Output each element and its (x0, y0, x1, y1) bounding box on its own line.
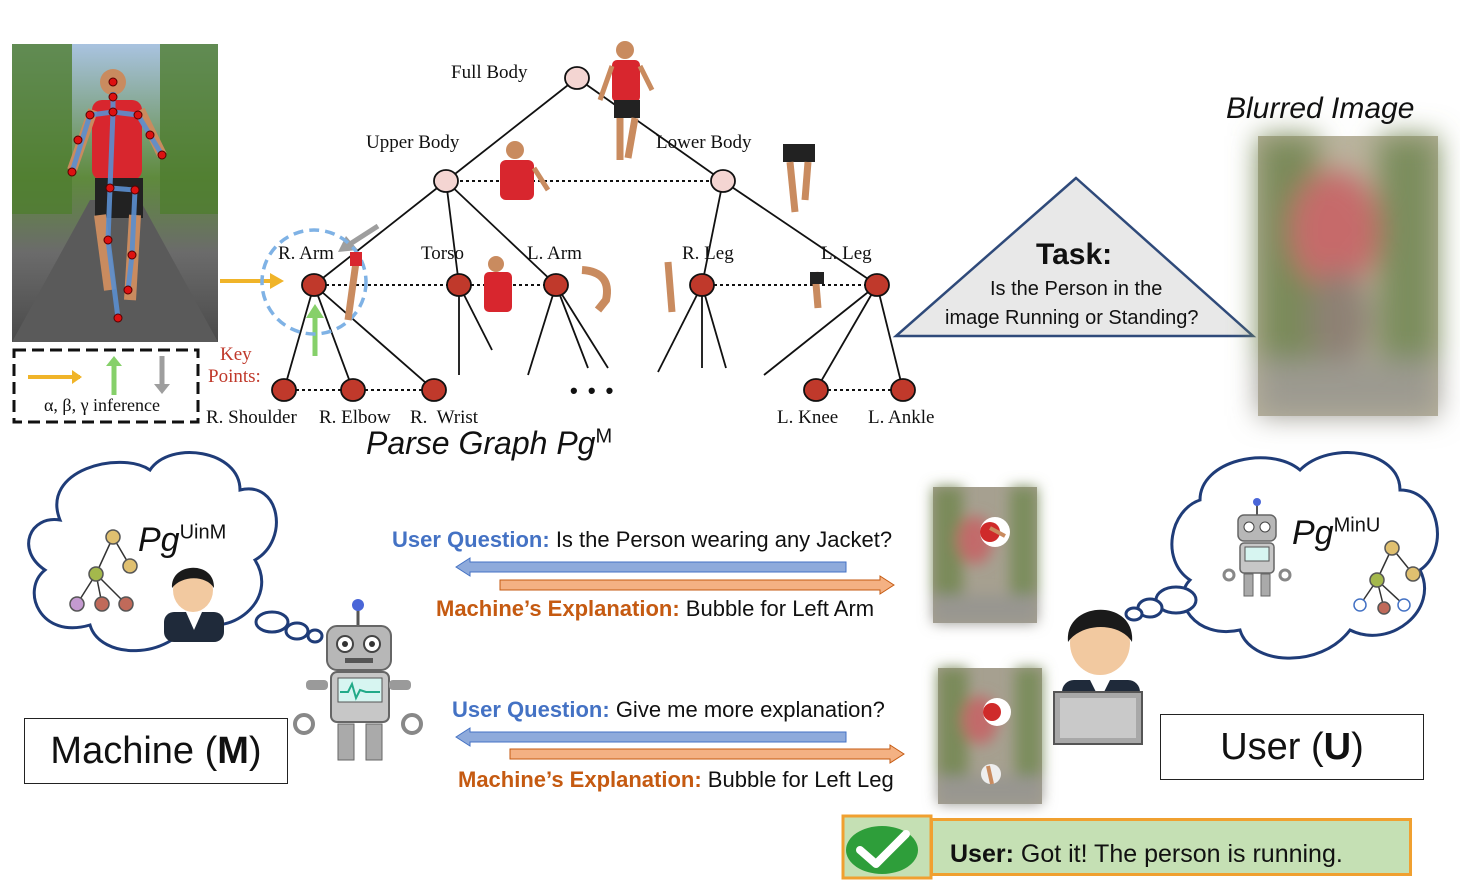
node-r-shoulder (271, 378, 297, 402)
user-thought-label: PgMinU (1292, 514, 1381, 552)
robot-icon-small (1222, 498, 1292, 597)
machine-thought-cloud (27, 451, 324, 653)
label-lower-body: Lower Body (656, 132, 752, 153)
body-part-thumbnails (344, 41, 824, 321)
node-torso (446, 273, 472, 297)
ellipsis: • • • (570, 378, 616, 403)
parse-graph-nodes (271, 66, 916, 402)
blurred-image (1258, 136, 1438, 416)
label-full-body: Full Body (451, 62, 528, 83)
label-l-knee: L. Knee (777, 407, 839, 428)
machine-thought-label: PgUinM (138, 521, 227, 559)
node-l-ankle (890, 378, 916, 402)
node-r-leg (689, 273, 715, 297)
label-l-arm: L. Arm (527, 243, 582, 264)
node-l-knee (803, 378, 829, 402)
node-r-arm (301, 273, 327, 297)
task-line-2: image Running or Standing? (945, 307, 1199, 329)
parse-graph-title: Parse Graph PgM (366, 425, 613, 461)
label-r-wrist: R. Wrist (410, 407, 479, 428)
node-l-arm (543, 273, 569, 297)
runner-photo (12, 44, 218, 342)
user-avatar-small (164, 567, 224, 642)
task-triangle (892, 176, 1257, 338)
key-points-label-1: Key (220, 344, 252, 365)
label-r-elbow: R. Elbow (319, 407, 391, 428)
label-r-leg: R. Leg (682, 243, 734, 264)
dialog-explanation-1: Machine’s Explanation: Bubble for Left A… (436, 596, 875, 621)
user-at-computer-icon (1053, 609, 1143, 745)
label-l-ankle: L. Ankle (868, 407, 935, 428)
machine-box: Machine (M) (24, 718, 288, 784)
label-r-arm: R. Arm (278, 243, 334, 264)
result-box (930, 818, 1412, 876)
node-upper-body (433, 169, 459, 193)
label-r-shoulder: R. Shoulder (206, 407, 297, 428)
parse-graph-edges (283, 77, 904, 391)
node-l-leg (864, 273, 890, 297)
dialog-question-1: User Question: Is the Person wearing any… (392, 527, 893, 552)
dialog-explanation-2: Machine’s Explanation: Bubble for Left L… (458, 767, 894, 792)
task-line-1: Is the Person in the (990, 278, 1163, 300)
dialog-arrows-2 (455, 727, 905, 764)
node-lower-body (710, 169, 736, 193)
node-full-body (564, 66, 590, 90)
key-points-label-2: Points: (208, 366, 261, 387)
robot-icon (293, 599, 423, 761)
dialog-arrows-1 (455, 557, 895, 595)
gamma-inference-arrow (348, 223, 380, 247)
check-mark-icon (841, 814, 933, 880)
task-title: Task: (1036, 238, 1113, 271)
user-thought-cloud (1124, 451, 1439, 660)
label-upper-body: Upper Body (366, 132, 460, 153)
node-r-wrist (421, 378, 447, 402)
blurred-thumbnail-arm (933, 487, 1037, 623)
legend-inference-text: α, β, γ inference (44, 395, 160, 415)
node-r-elbow (340, 378, 366, 402)
blurred-thumbnail-leg (938, 668, 1042, 804)
label-torso: Torso (421, 243, 465, 264)
label-l-leg: L. Leg (821, 243, 872, 264)
dialog-question-2: User Question: Give me more explanation? (452, 697, 885, 722)
blurred-image-label: Blurred Image (1226, 92, 1415, 125)
parse-graph-dotted-edges (296, 180, 891, 391)
result-text: User: Got it! The person is running. (950, 840, 1343, 868)
inference-legend (12, 348, 200, 424)
user-box: User (U) (1160, 714, 1424, 780)
r-arm-highlight-circle (260, 228, 368, 336)
